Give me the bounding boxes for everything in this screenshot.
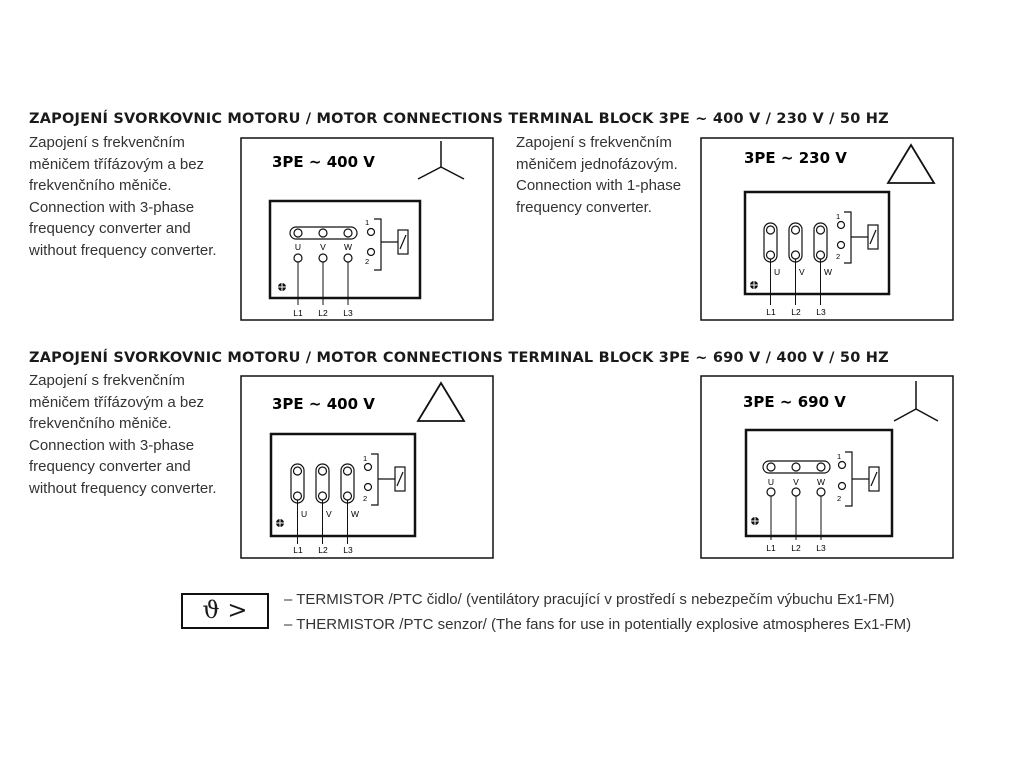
wiring-diagram-400v-delta: 3PE ~ 400 V U V W L1 L2 L3 1 2: [240, 375, 494, 559]
line-l3-label: L3: [816, 543, 826, 553]
wiring-diagram-690v-star: 3PE ~ 690 V U V W L1 L2 L3 1 2: [700, 375, 954, 559]
description-line: měničem třífázovým a bez: [29, 393, 205, 411]
description-3phase-2: Zapojení s frekvenčním měničem třífázový…: [29, 370, 217, 500]
thermistor-terminal-2: 2: [837, 494, 841, 503]
thermistor-legend-symbol: ϑ >: [181, 593, 269, 629]
terminal-box: [744, 428, 894, 538]
wiring-diagram-400v-star: 3PE ~ 400 V U V W L1 L2 L3 1 2: [240, 137, 494, 321]
terminal-w-label: W: [344, 242, 352, 252]
description-line: Connection with 1-phase: [516, 177, 682, 195]
terminal-v-label: V: [326, 509, 332, 519]
thermistor-symbol: [363, 453, 406, 506]
terminal-box: [268, 199, 422, 300]
description-line: frequency converter.: [516, 198, 652, 216]
line-l1-label: L1: [766, 307, 776, 317]
terminal-u-label: U: [774, 267, 780, 277]
thermistor-terminal-2: 2: [836, 252, 840, 261]
thermistor-symbol: [836, 211, 879, 264]
line-l2-label: L2: [791, 543, 801, 553]
legend-line-cz: – TERMISTOR /PTC čidlo/ (ventilátory pra…: [284, 591, 895, 608]
delta-icon: [416, 381, 466, 422]
terminal-box: [269, 432, 417, 538]
line-l2-label: L2: [318, 308, 328, 318]
description-line: měničem jednofázovým.: [516, 155, 678, 173]
section-heading-1: ZAPOJENÍ SVORKOVNIC MOTORU / MOTOR CONNE…: [29, 111, 889, 127]
ground-icon: [751, 517, 759, 525]
line-l3-label: L3: [343, 545, 353, 555]
description-line: Connection with 3-phase: [29, 436, 195, 454]
delta-icon: [886, 143, 936, 184]
description-line: frequency converter and: [29, 458, 191, 476]
legend-line-en: – THERMISTOR /PTC senzor/ (The fans for …: [284, 616, 912, 633]
star-icon: [893, 381, 939, 422]
terminal-u-label: U: [295, 242, 301, 252]
link-bar: [762, 460, 831, 474]
terminal-u-label: U: [768, 477, 774, 487]
thermistor-symbol: [837, 451, 880, 507]
ground-icon: [278, 283, 286, 291]
description-line: frekvenčního měniče.: [29, 177, 172, 195]
line-l3-label: L3: [816, 307, 826, 317]
section-heading-2: ZAPOJENÍ SVORKOVNIC MOTORU / MOTOR CONNE…: [29, 350, 889, 366]
ground-icon: [750, 281, 758, 289]
diagram-label: 3PE ~ 690 V: [743, 393, 846, 411]
line-l1-label: L1: [766, 543, 776, 553]
thermistor-terminal-1: 1: [836, 212, 840, 221]
description-line: Connection with 3-phase: [29, 198, 195, 216]
thermistor-terminal-2: 2: [363, 494, 367, 503]
terminal-box: [743, 190, 891, 296]
diagram-label: 3PE ~ 400 V: [272, 153, 375, 171]
description-line: frequency converter and: [29, 220, 191, 238]
line-l3-label: L3: [343, 308, 353, 318]
description-line: frekvenčního měniče.: [29, 415, 172, 433]
line-l1-label: L1: [293, 545, 303, 555]
terminal-v-label: V: [799, 267, 805, 277]
description-line: Zapojení s frekvenčním: [516, 134, 672, 151]
description-line: without frequency converter.: [29, 479, 217, 497]
terminal-w-label: W: [817, 477, 825, 487]
line-l2-label: L2: [791, 307, 801, 317]
ground-icon: [276, 519, 284, 527]
terminal-w-label: W: [824, 267, 832, 277]
thermistor-symbol: [366, 218, 409, 271]
description-line: měničem třífázovým a bez: [29, 155, 205, 173]
thermistor-terminal-2: 2: [365, 257, 369, 266]
thermistor-terminal-1: 1: [365, 218, 369, 227]
thermistor-terminal-1: 1: [837, 452, 841, 461]
description-line: Zapojení s frekvenčním: [29, 372, 185, 389]
terminal-w-label: W: [351, 509, 359, 519]
description-line: Zapojení s frekvenčním: [29, 134, 185, 151]
diagram-label: 3PE ~ 230 V: [744, 149, 847, 167]
description-1phase: Zapojení s frekvenčním měničem jednofázo…: [516, 132, 681, 218]
description-line: without frequency converter.: [29, 241, 217, 259]
thermistor-terminal-1: 1: [363, 454, 367, 463]
description-3phase-1: Zapojení s frekvenčním měničem třífázový…: [29, 132, 217, 262]
terminal-u-label: U: [301, 509, 307, 519]
link-bar: [289, 226, 358, 240]
terminal-v-label: V: [793, 477, 799, 487]
diagram-label: 3PE ~ 400 V: [272, 395, 375, 413]
line-l1-label: L1: [293, 308, 303, 318]
line-l2-label: L2: [318, 545, 328, 555]
wiring-diagram-230v-delta: 3PE ~ 230 V U V W L1 L2 L3 1 2: [700, 137, 954, 321]
star-icon: [417, 141, 465, 180]
terminal-v-label: V: [320, 242, 326, 252]
